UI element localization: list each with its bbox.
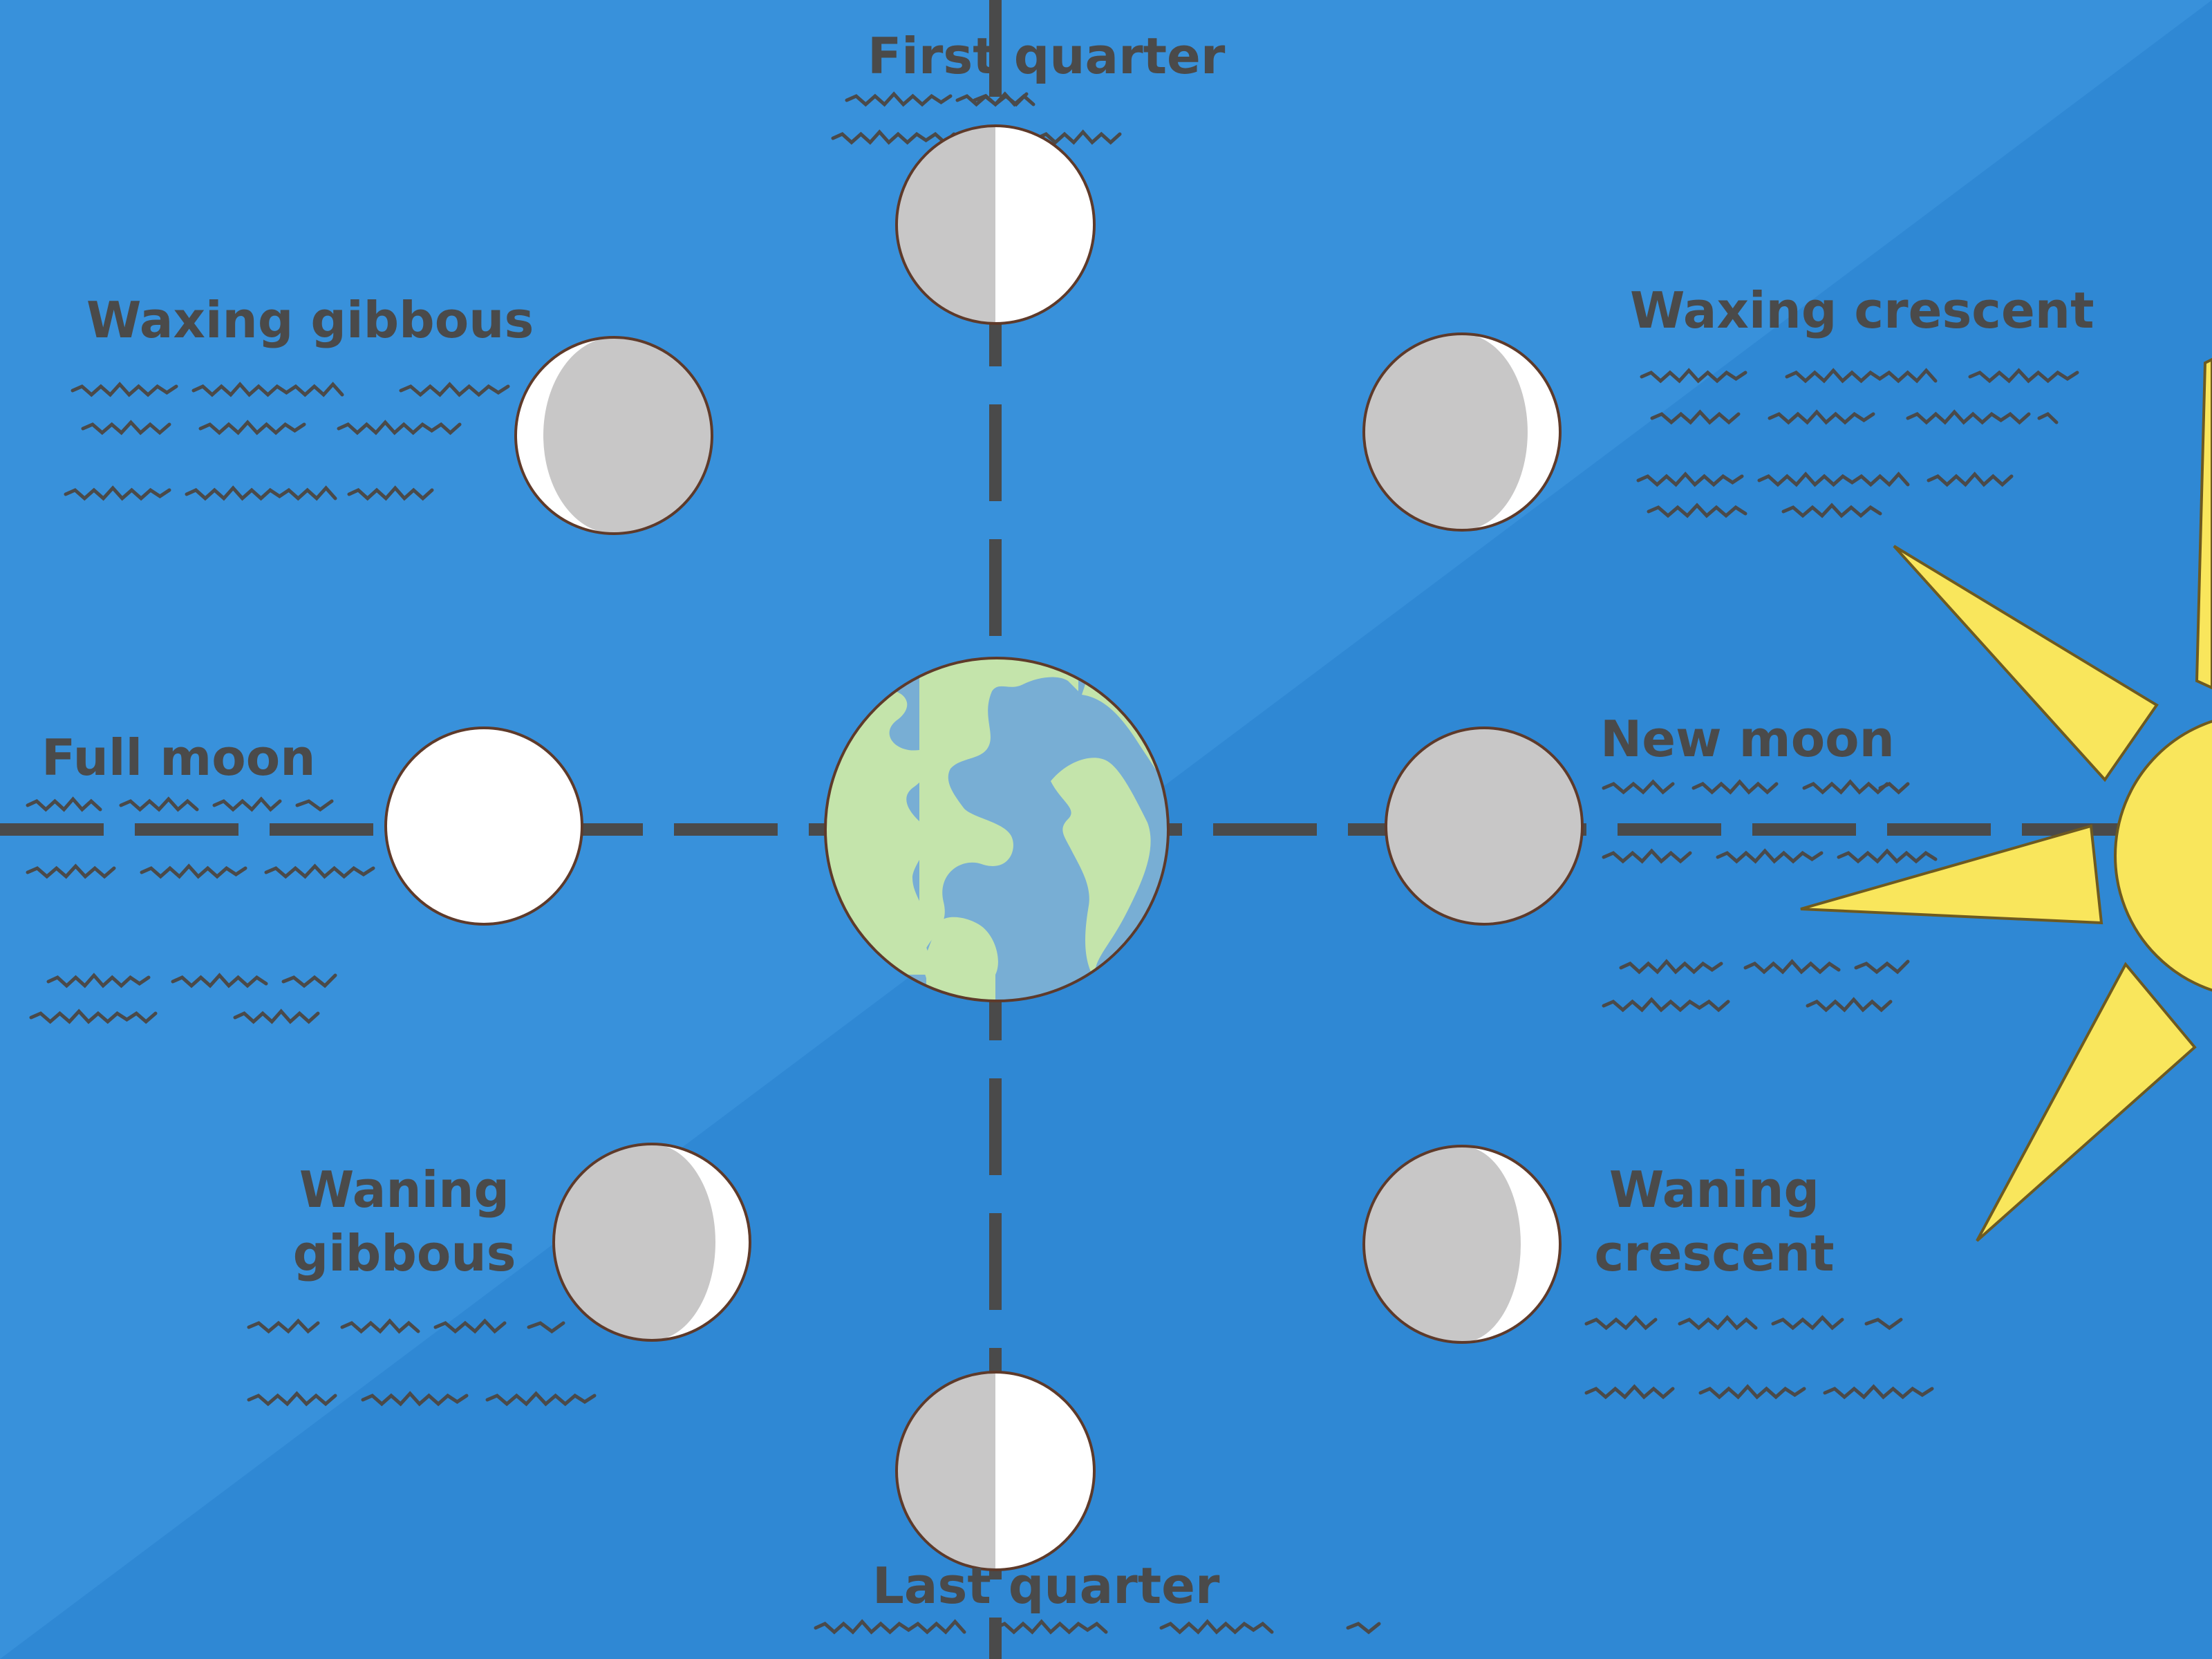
moon-new-moon — [1385, 727, 1584, 926]
earth-outline — [824, 657, 1170, 1002]
moon-waxing-gibbous — [514, 336, 713, 535]
label-waning-gibbous: Waning gibbous — [292, 1161, 516, 1282]
scribble-line — [1768, 409, 1875, 425]
scribble-line — [433, 1318, 507, 1334]
scribble-line — [1968, 368, 2079, 384]
scribble-line — [337, 420, 462, 435]
scribble-line — [1854, 959, 1910, 975]
scribble-line — [1785, 368, 1938, 384]
scribble-line — [26, 863, 116, 879]
moon-full-moon — [384, 727, 583, 926]
scribble-line — [1771, 1315, 1844, 1331]
sun-ray — [1800, 824, 2103, 925]
scribble-line — [527, 1321, 565, 1334]
scribble-line — [119, 796, 199, 812]
scribble-line — [347, 485, 434, 501]
scribble-line — [1823, 1384, 1934, 1400]
scribble-line — [1906, 409, 2031, 425]
scribble-line — [1691, 779, 1779, 795]
scribble-line — [1837, 848, 1938, 864]
scribble-line — [831, 129, 956, 145]
scribble-line — [361, 1391, 469, 1407]
scribble-line — [814, 1619, 966, 1635]
sun-ray — [1893, 545, 2159, 782]
scribble-line — [2037, 411, 2059, 424]
sun-ray — [1976, 962, 2197, 1242]
scribble-line — [1640, 368, 1747, 384]
scribble-line — [185, 485, 337, 501]
label-new-moon: New moon — [1600, 710, 1895, 768]
label-waning-crescent: Waning crescent — [1594, 1161, 1835, 1282]
scribble-line — [247, 1391, 337, 1407]
scribble-line — [191, 382, 344, 397]
label-waxing-gibbous: Waxing gibbous — [86, 291, 534, 349]
scribble-line — [212, 796, 282, 812]
scribble-line — [1781, 503, 1882, 518]
scribble-line — [140, 863, 247, 879]
scribble-line — [485, 1391, 597, 1407]
scribble-line — [1602, 779, 1675, 795]
scribble-line — [81, 420, 171, 435]
scribble-line — [340, 1318, 420, 1334]
scribble-line — [973, 92, 1029, 107]
scribble-line — [1636, 471, 1744, 487]
scribble-line — [295, 799, 334, 812]
scribble-line — [247, 1318, 320, 1334]
scribble-line — [29, 1009, 158, 1024]
scribble-line — [233, 1009, 320, 1024]
scribble-line — [1619, 959, 1723, 975]
scribble-line — [1035, 129, 1122, 145]
scribble-line — [1602, 848, 1692, 864]
scribble-line — [281, 973, 337, 988]
sun-ray — [2195, 357, 2212, 690]
scribble-line — [993, 1619, 1108, 1635]
scribble-line — [1743, 959, 1841, 975]
earth-icon — [824, 657, 1170, 1002]
scribble-line — [1647, 503, 1747, 518]
moon-waning-crescent — [1362, 1145, 1562, 1344]
scribble-line — [198, 420, 306, 435]
scribble-line — [26, 796, 102, 812]
sun-icon — [1800, 357, 2212, 1242]
earth-continents — [825, 658, 1168, 1001]
moon-waxing-crescent — [1362, 332, 1562, 532]
scribble-line — [1584, 1384, 1675, 1400]
scribble-line — [46, 973, 151, 988]
scribble-line — [171, 973, 268, 988]
scribble-line — [1802, 779, 1889, 795]
scribble-line — [1878, 782, 1910, 795]
scribble-line — [1602, 997, 1730, 1013]
moon-waning-gibbous — [552, 1143, 751, 1342]
scribble-line — [845, 91, 953, 107]
scribble-line — [1346, 1622, 1381, 1635]
placeholder-text-scribbles — [26, 91, 2079, 1635]
scribble-line — [1650, 409, 1741, 425]
scribble-line — [1864, 1318, 1903, 1331]
scribble-line — [71, 382, 178, 397]
label-full-moon: Full moon — [41, 729, 316, 787]
scribble-line — [1757, 471, 1910, 487]
scribble-line — [1584, 1315, 1658, 1331]
scribble-line — [399, 382, 510, 397]
scribble-line — [1927, 471, 2014, 487]
label-first-quarter: First quarter — [868, 27, 1226, 85]
sun-disc — [2114, 720, 2212, 992]
label-last-quarter: Last quarter — [872, 1557, 1220, 1615]
scribble-line — [264, 863, 375, 879]
scribble-line — [1159, 1619, 1274, 1635]
scribble-line — [1716, 848, 1824, 864]
scribble-line — [1678, 1315, 1758, 1331]
scribble-line — [1806, 997, 1893, 1013]
scribble-line — [64, 485, 171, 501]
scribble-line — [1698, 1384, 1806, 1400]
label-waxing-crescent: Waxing crescent — [1630, 281, 2094, 339]
